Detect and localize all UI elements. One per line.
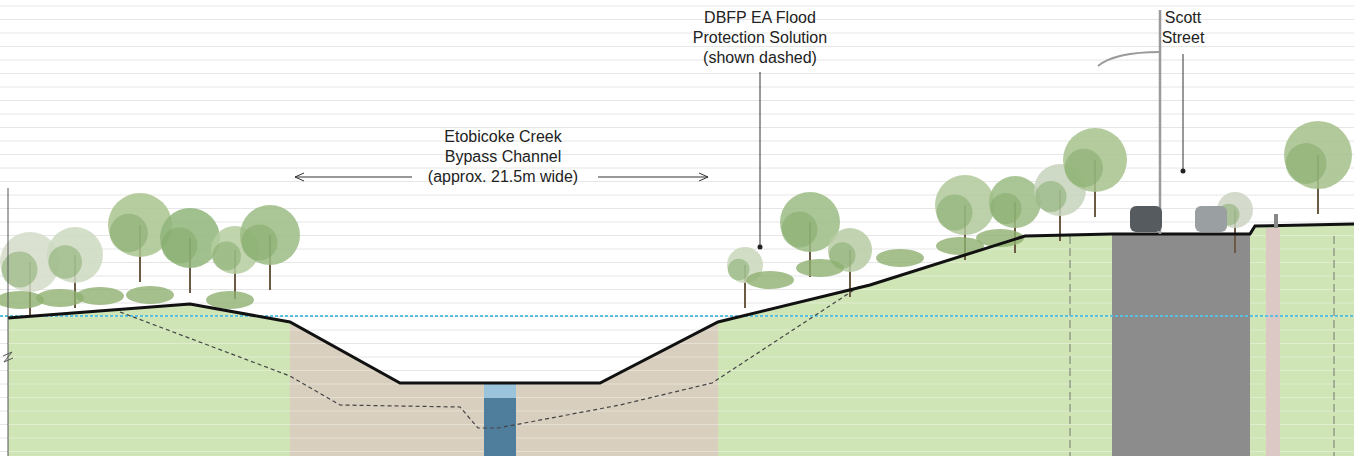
property-line — [1070, 236, 1071, 456]
flood-level-line — [0, 315, 1354, 317]
channel-label: Etobicoke Creek Bypass Channel (approx. … — [422, 127, 584, 187]
leader-line — [760, 72, 761, 246]
flood-solution-label: DBFP EA Flood Protection Solution (shown… — [679, 8, 841, 68]
street-light-pole — [1159, 10, 1162, 234]
leader-dot — [758, 245, 763, 250]
creek-water — [484, 384, 516, 456]
section-edge — [8, 188, 9, 456]
trees — [0, 121, 1352, 317]
property-line — [1334, 236, 1335, 456]
road-section — [1112, 234, 1250, 456]
ground-surface — [8, 224, 1354, 383]
dimension-arrow — [295, 177, 412, 178]
leader-dot — [1181, 169, 1186, 174]
car — [1195, 206, 1227, 232]
street-light-arm — [1098, 52, 1160, 66]
break-symbol — [3, 352, 13, 362]
dbfp-dashed-profile — [120, 286, 860, 428]
excavation-fill — [290, 322, 718, 456]
street-label: Scott Street — [1152, 8, 1214, 48]
car — [1130, 206, 1162, 232]
utility-strip — [1266, 228, 1280, 456]
creek-surface — [484, 384, 516, 398]
dimension-arrow — [598, 177, 708, 178]
leader-line — [1183, 54, 1184, 170]
pedestrian — [1274, 214, 1278, 228]
